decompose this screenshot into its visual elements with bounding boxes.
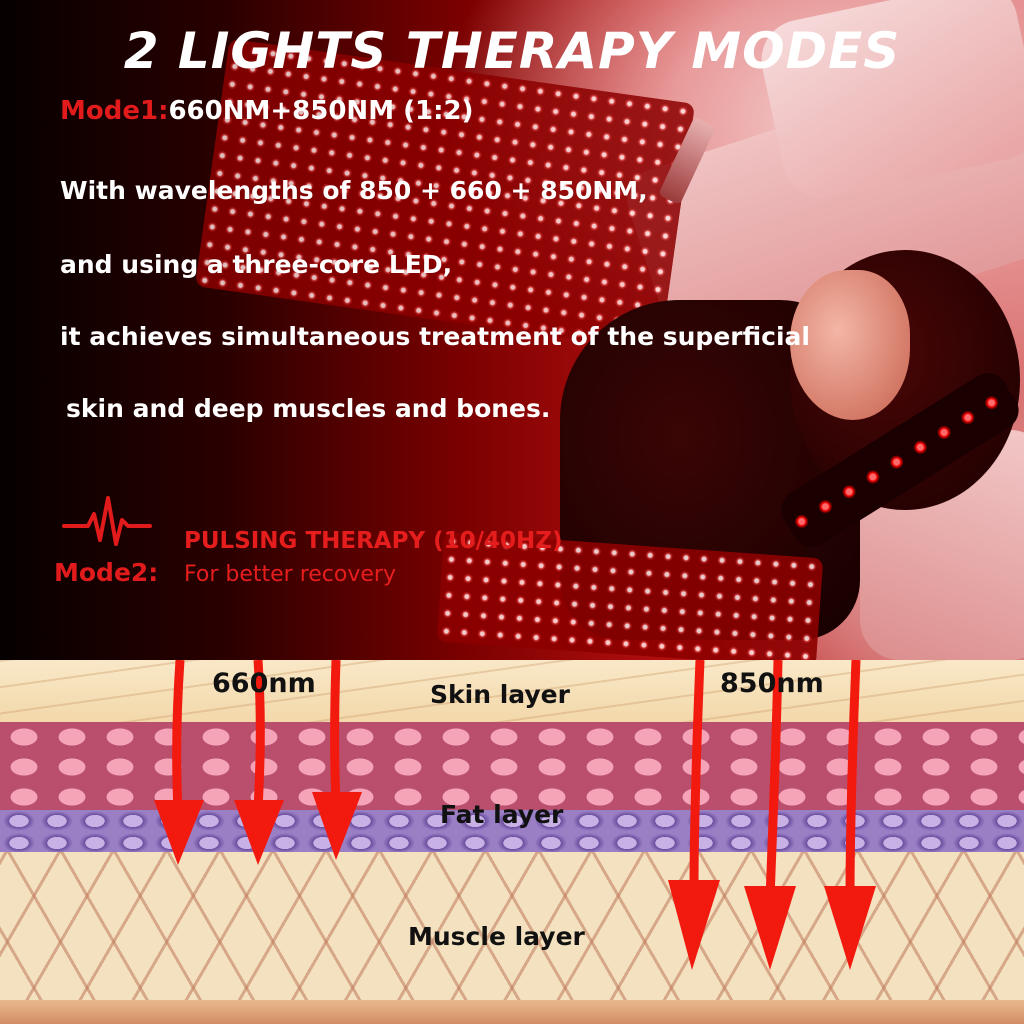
pulse-heartbeat-icon <box>62 496 152 546</box>
arrow-660nm <box>330 660 341 801</box>
mode1-description-line: skin and deep muscles and bones. <box>66 394 551 423</box>
arrow-850nm <box>845 660 861 901</box>
mode1-heading: Mode1:660NM+850NM (1:2) <box>60 96 473 126</box>
arrow-660nm <box>172 660 185 811</box>
mode1-description-line: With wavelengths of 850 + 660 + 850NM, <box>60 176 648 205</box>
page-title: 2 LIGHTS THERAPY MODES <box>123 22 901 80</box>
arrowheads-850nm <box>668 880 876 970</box>
bone-layer-illustration <box>0 1000 1024 1024</box>
arrow-head-660nm <box>312 792 362 860</box>
mode2-label: Mode2: <box>54 558 159 587</box>
arrowheads-660nm <box>154 792 362 865</box>
muscle-layer-label: Muscle layer <box>408 922 585 951</box>
fat-layer-label: Fat layer <box>440 800 564 829</box>
skin-layer-diagram: 660nm 850nm Skin layer Fat layer Muscle … <box>0 660 1024 1024</box>
arrow-head-850nm <box>744 886 796 970</box>
arrow-660nm <box>253 660 265 811</box>
mode2-subtitle: For better recovery <box>184 562 396 587</box>
arrow-850nm <box>689 660 705 891</box>
mode1-label: Mode1: <box>60 96 169 126</box>
mode2-title: PULSING THERAPY (10/40HZ) <box>184 528 563 554</box>
wavelength-label-660: 660nm <box>212 668 316 699</box>
skin-layer-label: Skin layer <box>430 680 570 709</box>
mode1-spec: 660NM+850NM (1:2) <box>168 96 474 126</box>
mode1-description-line: it achieves simultaneous treatment of th… <box>60 322 810 351</box>
therapy-photo <box>0 0 1024 660</box>
penetration-arrows <box>154 660 876 970</box>
wavelength-label-850: 850nm <box>720 668 824 699</box>
mode1-description-line: and using a three-core LED, <box>60 250 453 279</box>
arrow-head-660nm <box>234 800 284 865</box>
arrow-head-850nm <box>668 880 720 970</box>
arrow-head-850nm <box>824 886 876 970</box>
arrow-head-660nm <box>154 800 204 865</box>
person-face <box>790 270 910 420</box>
arrow-850nm <box>765 660 783 901</box>
arrows-660nm <box>172 660 341 811</box>
arrows-850nm <box>689 660 861 901</box>
